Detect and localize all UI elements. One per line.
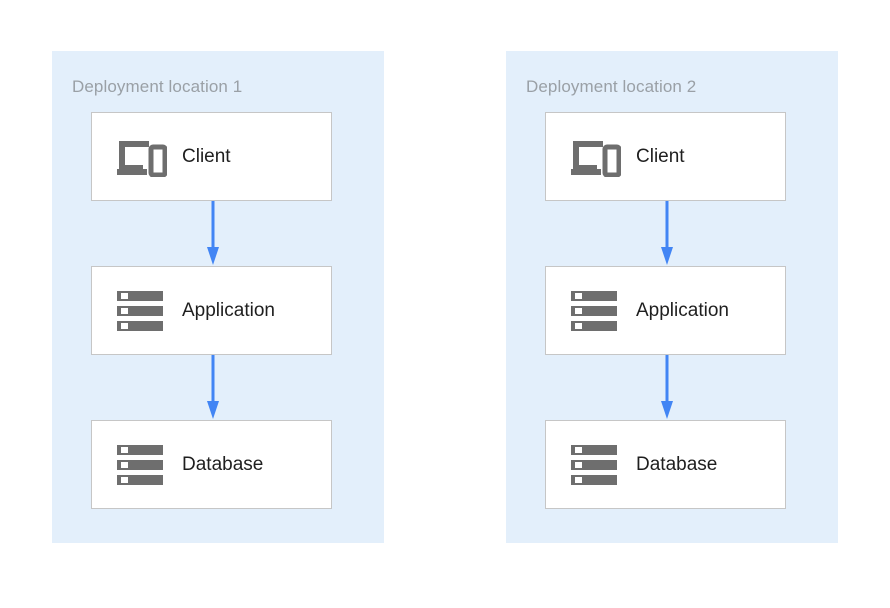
node-application-2[interactable]: Application xyxy=(545,266,786,355)
arrow-down-icon-client-to-application-1 xyxy=(207,201,219,266)
node-database-2[interactable]: Database xyxy=(545,420,786,509)
node-label-database-2: Database xyxy=(636,453,718,475)
node-label-client-2: Client xyxy=(636,145,685,167)
node-client-2[interactable]: Client xyxy=(545,112,786,201)
server-stack-icon xyxy=(114,442,168,488)
arrow-down-icon-client-to-application-2 xyxy=(661,201,673,266)
devices-icon xyxy=(568,134,622,180)
deployment-location-label-2: Deployment location 2 xyxy=(526,77,697,96)
arrow-down-icon-application-to-database-1 xyxy=(207,355,219,420)
node-application-1[interactable]: Application xyxy=(91,266,332,355)
node-label-application-2: Application xyxy=(636,299,729,321)
server-stack-icon xyxy=(568,288,622,334)
server-stack-icon xyxy=(568,442,622,488)
deployment-location-label-1: Deployment location 1 xyxy=(72,77,243,96)
node-client-1[interactable]: Client xyxy=(91,112,332,201)
deployment-location-panel-2: Deployment location 2 Client xyxy=(506,51,838,543)
server-stack-icon xyxy=(114,288,168,334)
node-label-application-1: Application xyxy=(182,299,275,321)
node-label-client-1: Client xyxy=(182,145,231,167)
deployment-location-panel-1: Deployment location 1 Client xyxy=(52,51,384,543)
node-label-database-1: Database xyxy=(182,453,264,475)
node-database-1[interactable]: Database xyxy=(91,420,332,509)
devices-icon xyxy=(114,134,168,180)
arrow-down-icon-application-to-database-2 xyxy=(661,355,673,420)
